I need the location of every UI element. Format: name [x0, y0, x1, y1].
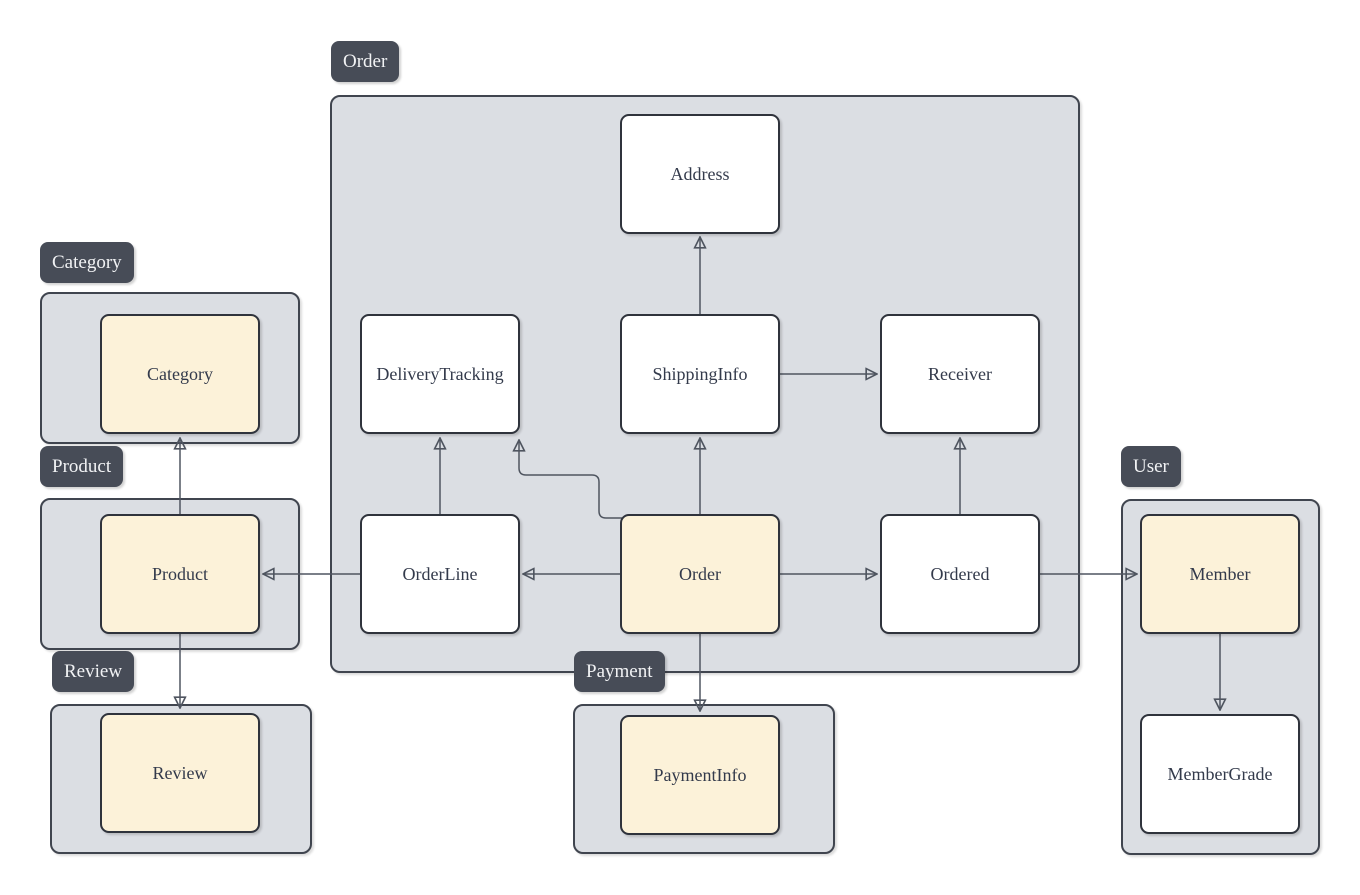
node-ordered[interactable]: Ordered [880, 514, 1040, 634]
node-order-label: Order [679, 563, 721, 584]
context-badge-payment-label: Payment [586, 660, 653, 682]
node-member-grade[interactable]: MemberGrade [1140, 714, 1300, 834]
node-order-line-label: OrderLine [402, 563, 478, 584]
node-shipping-info-label: ShippingInfo [652, 363, 748, 384]
context-badge-category[interactable]: Category [40, 242, 134, 283]
node-delivery-tracking-label: DeliveryTracking [376, 363, 504, 384]
node-ordered-label: Ordered [930, 563, 990, 584]
context-badge-user-label: User [1133, 455, 1169, 477]
context-badge-product[interactable]: Product [40, 446, 124, 487]
node-product[interactable]: Product [100, 514, 260, 634]
context-badge-product-label: Product [52, 455, 112, 477]
node-receiver[interactable]: Receiver [880, 314, 1040, 434]
node-address-label: Address [670, 163, 730, 184]
context-badge-order-label: Order [343, 50, 388, 72]
node-member-label: Member [1189, 563, 1251, 584]
node-shipping-info[interactable]: ShippingInfo [620, 314, 780, 434]
node-receiver-label: Receiver [928, 363, 992, 384]
node-review[interactable]: Review [100, 713, 260, 833]
node-delivery-tracking[interactable]: DeliveryTracking [360, 314, 520, 434]
node-review-label: Review [152, 762, 208, 783]
context-badge-category-label: Category [52, 251, 122, 273]
node-order-line[interactable]: OrderLine [360, 514, 520, 634]
node-member[interactable]: Member [1140, 514, 1300, 634]
context-badge-review[interactable]: Review [52, 651, 135, 692]
node-category[interactable]: Category [100, 314, 260, 434]
node-order[interactable]: Order [620, 514, 780, 634]
node-address[interactable]: Address [620, 114, 780, 234]
node-payment-info[interactable]: PaymentInfo [620, 715, 780, 835]
context-badge-order[interactable]: Order [331, 41, 400, 82]
context-badge-review-label: Review [64, 660, 123, 682]
node-member-grade-label: MemberGrade [1167, 763, 1273, 784]
node-payment-info-label: PaymentInfo [653, 764, 747, 785]
context-badge-user[interactable]: User [1121, 446, 1181, 487]
context-badge-payment[interactable]: Payment [574, 651, 665, 692]
node-category-label: Category [147, 363, 213, 384]
node-product-label: Product [152, 563, 208, 584]
